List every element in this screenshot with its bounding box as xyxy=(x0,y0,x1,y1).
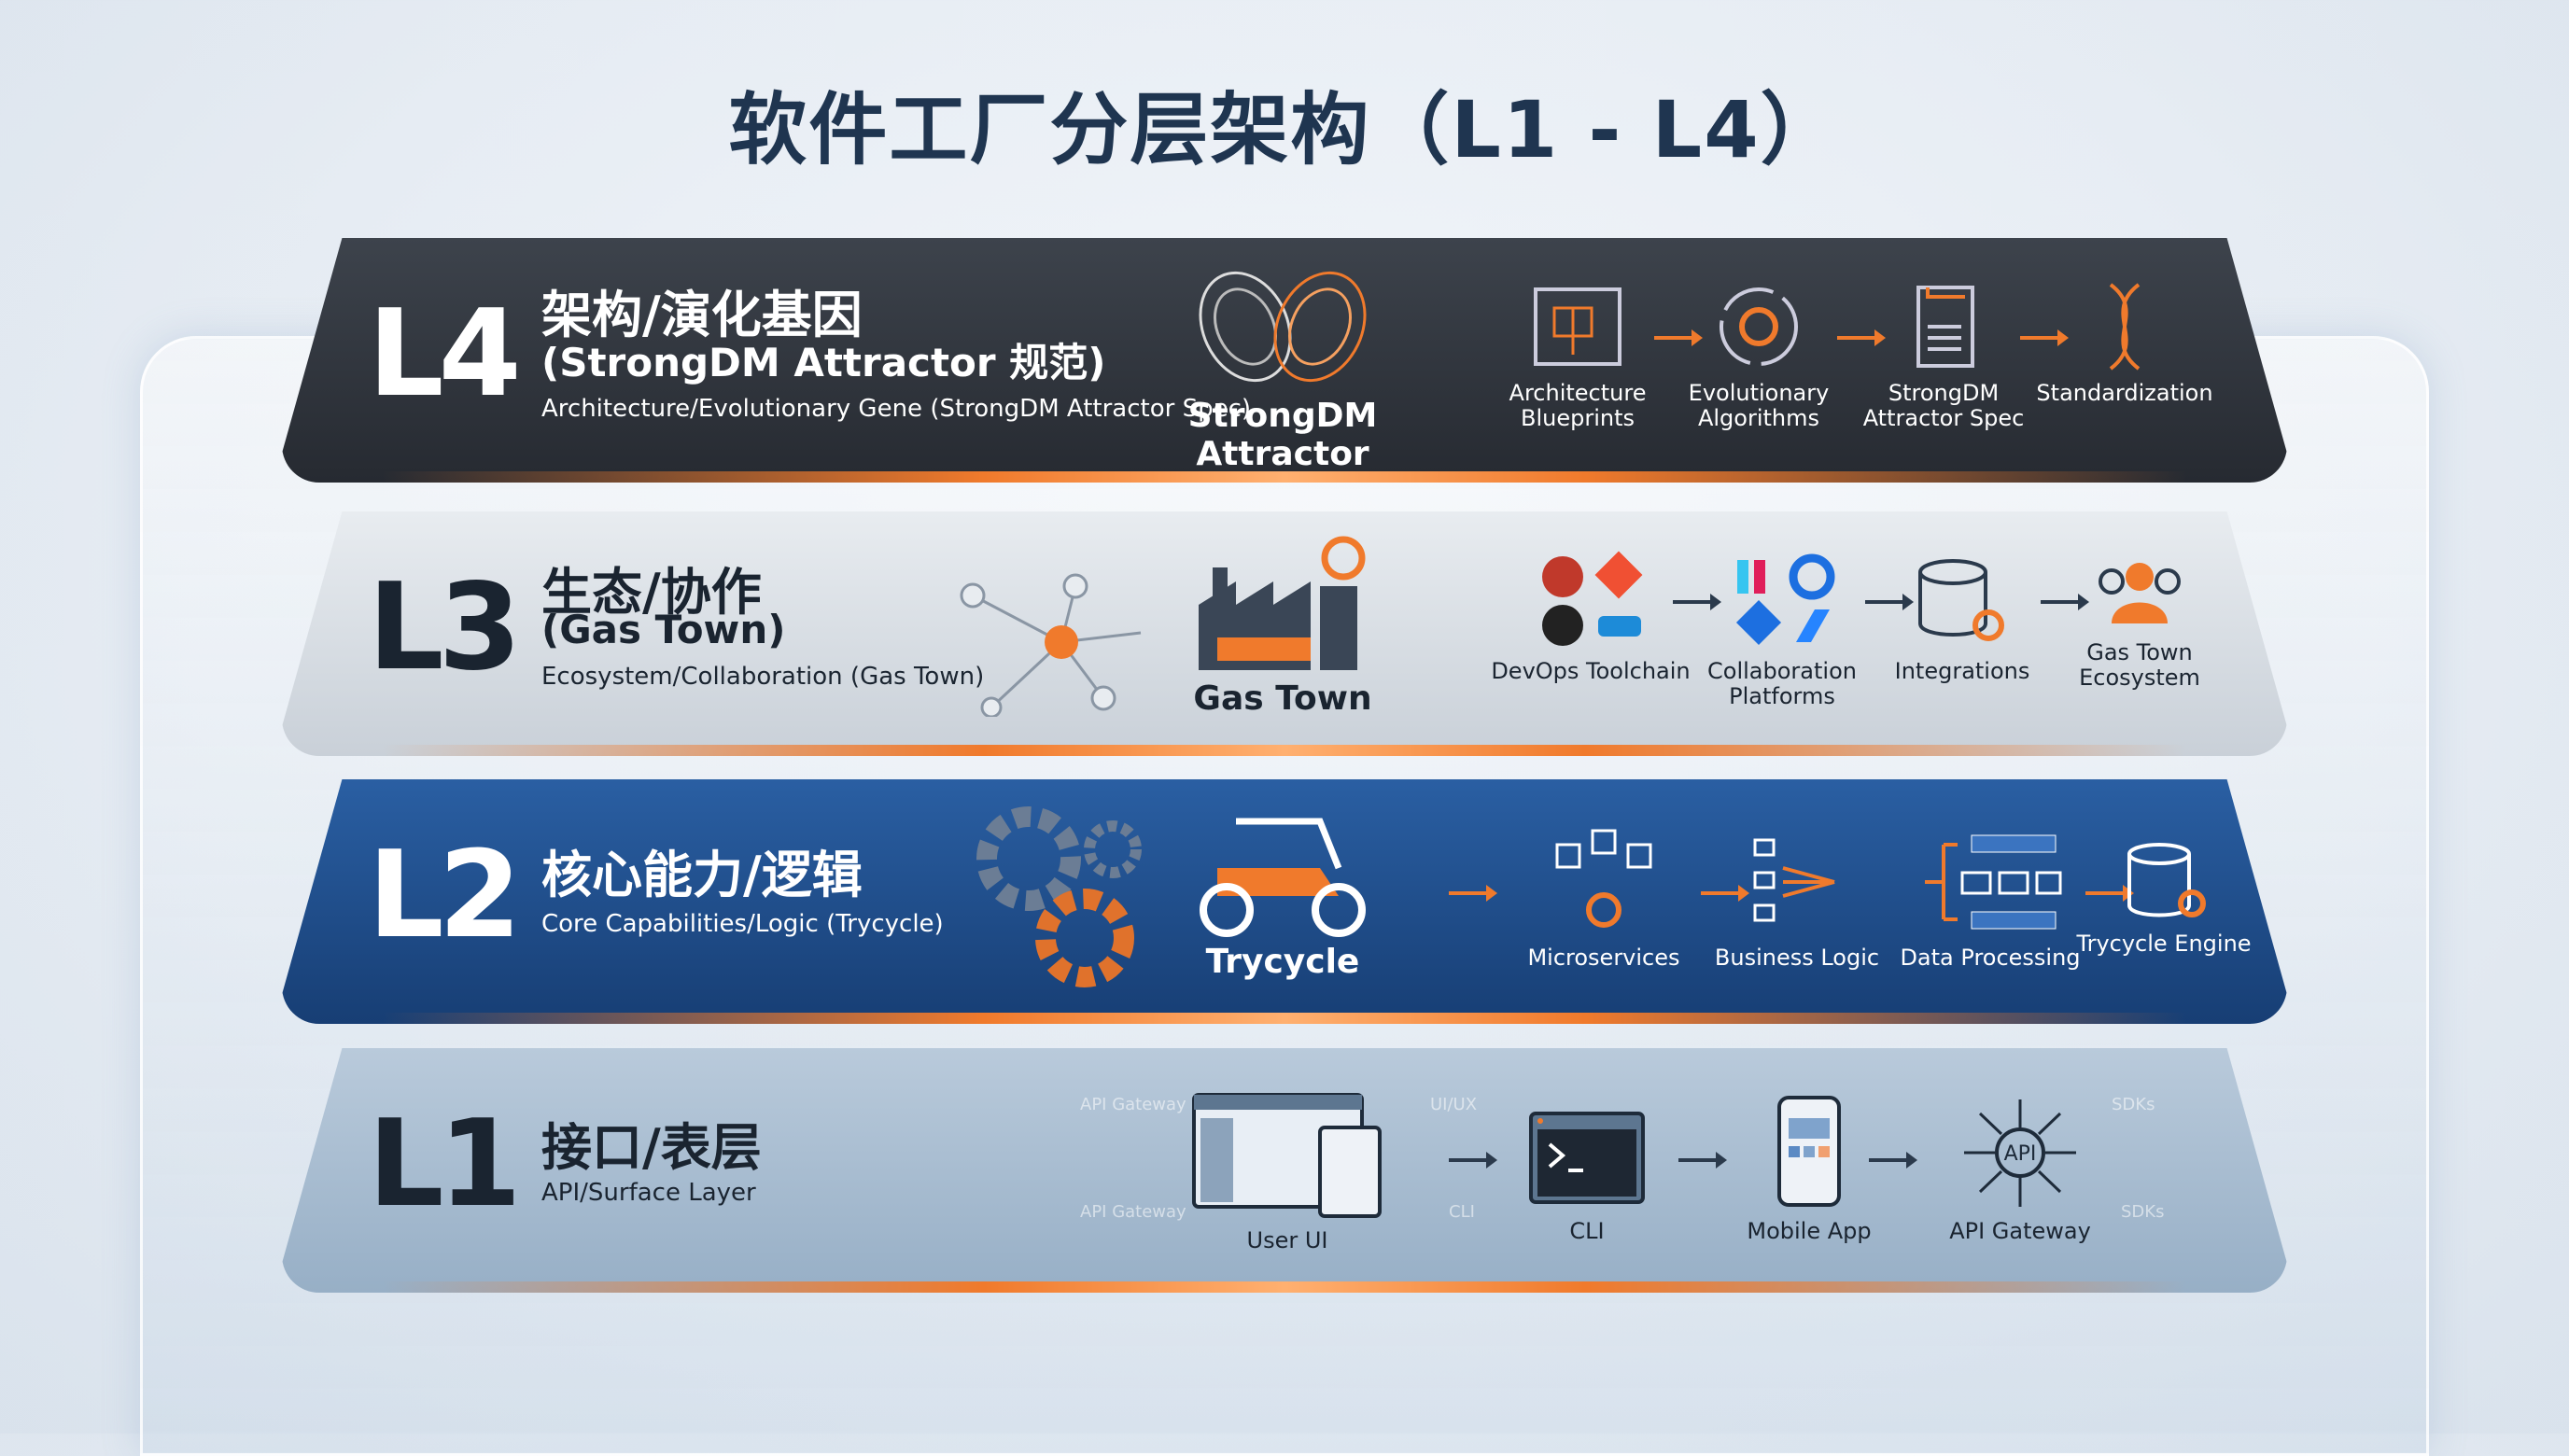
item-architecture-blueprints: Architecture Blueprints xyxy=(1475,280,1680,431)
item-label: User UI xyxy=(1246,1227,1328,1253)
lorenz-attractor-icon xyxy=(1199,271,1367,383)
flow-arrow xyxy=(1449,885,1497,902)
watermark-text: API Gateway xyxy=(1080,1095,1186,1114)
item-evolutionary-algorithms: Evolutionary Algorithms xyxy=(1656,280,1861,431)
tricycle-icon xyxy=(1200,818,1366,937)
item-cli: CLI xyxy=(1484,1109,1690,1244)
flow-arrow xyxy=(1654,329,1703,346)
flow-arrow xyxy=(1449,1152,1497,1169)
item-api-gateway: API API Gateway xyxy=(1917,1095,2123,1244)
item-label: Integrations xyxy=(1894,658,2030,684)
item-label: Architecture Blueprints xyxy=(1509,380,1647,431)
mobile-phone-icon xyxy=(1777,1096,1841,1207)
hero-label: StrongDM Attractor xyxy=(1187,397,1378,473)
hero-label: Gas Town xyxy=(1193,679,1372,718)
flow-arrow xyxy=(2020,329,2069,346)
network-graph-icon xyxy=(960,573,1142,717)
watermark-text: SDKs xyxy=(2112,1095,2155,1114)
pipeline-icon xyxy=(1925,834,2062,930)
layer-title-zh: 生态/协作 xyxy=(541,563,762,622)
item-standardization: Standardization xyxy=(2022,280,2227,406)
item-label: CLI xyxy=(1569,1218,1605,1244)
flow-icon xyxy=(1753,838,1835,922)
flow-arrow xyxy=(1837,329,1886,346)
layer-level: L2 xyxy=(368,826,522,965)
item-user-ui: User UI xyxy=(1180,1090,1395,1253)
item-label: API Gateway xyxy=(1949,1218,2091,1244)
layer-subtitle-zh: (StrongDM Attractor 规范) xyxy=(541,340,1106,385)
hero-strongdm-attractor: StrongDM Attractor xyxy=(1161,257,1404,473)
svg-text:API: API xyxy=(2004,1142,2037,1166)
watermark-text: API Gateway xyxy=(1080,1202,1186,1222)
flow-arrow xyxy=(1673,594,1721,610)
item-microservices: Microservices xyxy=(1501,826,1706,971)
hero-trycycle: Trycycle xyxy=(1161,803,1404,981)
layer-title-zh: 核心能力/逻辑 xyxy=(541,846,863,904)
browser-window-icon xyxy=(1192,1093,1382,1218)
flow-arrow xyxy=(1869,1152,1917,1169)
layer-level: L4 xyxy=(368,285,522,424)
item-trycycle-engine: Trycycle Engine xyxy=(2061,840,2267,957)
dna-icon xyxy=(2109,283,2141,371)
hero-gas-town: Gas Town xyxy=(1161,530,1404,718)
layer-title-en: Architecture/Evolutionary Gene (StrongDM… xyxy=(541,395,1252,423)
layer-l1: API Gateway UI/UX SDKs API Gateway CLI S… xyxy=(282,1048,2287,1293)
item-label: Trycycle Engine xyxy=(2076,931,2252,957)
layer-level: L1 xyxy=(368,1095,522,1234)
item-label: Evolutionary Algorithms xyxy=(1688,380,1830,431)
layer-l3: L3 生态/协作 (Gas Town) Ecosystem/Collaborat… xyxy=(282,511,2287,756)
cubes-icon xyxy=(1555,829,1652,928)
terminal-icon xyxy=(1529,1112,1645,1204)
watermark-text: CLI xyxy=(1449,1202,1475,1222)
layer-title-en: Ecosystem/Collaboration (Gas Town) xyxy=(541,663,985,691)
item-data-processing: Data Processing xyxy=(1888,826,2093,971)
item-business-logic: Business Logic xyxy=(1694,826,1900,971)
layer-title-zh: 架构/演化基因 xyxy=(541,286,863,344)
watermark-text: UI/UX xyxy=(1430,1095,1478,1114)
people-group-icon xyxy=(2099,563,2181,623)
layer-title-en: API/Surface Layer xyxy=(541,1179,756,1207)
item-mobile-app: Mobile App xyxy=(1706,1095,1912,1244)
flow-arrow xyxy=(1701,885,1749,902)
layer-subtitle-zh: (Gas Town) xyxy=(541,607,786,652)
collaboration-apps-icon xyxy=(1735,553,1835,646)
layer-title-zh: 接口/表层 xyxy=(541,1118,762,1177)
item-label: Mobile App xyxy=(1747,1218,1872,1244)
layer-l4: L4 架构/演化基因 (StrongDM Attractor 规范) Archi… xyxy=(282,238,2287,483)
devops-tools-icon xyxy=(1542,551,1643,646)
item-label: Microservices xyxy=(1527,945,1680,971)
flow-arrow xyxy=(1865,594,1914,610)
page-title: 软件工厂分层架构（L1 - L4） xyxy=(728,84,1841,175)
item-label: Business Logic xyxy=(1714,945,1880,971)
item-label: Gas Town Ecosystem xyxy=(2079,639,2200,691)
api-hub-icon: API xyxy=(1964,1099,2076,1207)
item-gas-town-ecosystem: Gas Town Ecosystem xyxy=(2037,558,2242,691)
layer-title-en: Core Capabilities/Logic (Trycycle) xyxy=(541,910,944,938)
item-integrations: Integrations xyxy=(1860,549,2065,684)
hero-label: Trycycle xyxy=(1205,943,1360,981)
item-label: Data Processing xyxy=(1900,945,2081,971)
item-devops-toolchain: DevOps Toolchain xyxy=(1488,549,1693,684)
item-collaboration-platforms: Collaboration Platforms xyxy=(1679,549,1885,709)
item-label: StrongDM Attractor Spec xyxy=(1862,380,2025,431)
document-icon xyxy=(1916,286,1974,368)
gears-icon xyxy=(976,806,1142,987)
item-label: Standardization xyxy=(2036,380,2213,406)
database-gear-icon xyxy=(1918,559,2004,641)
gear-cycle-icon xyxy=(1720,287,1798,366)
flow-arrow xyxy=(1678,1152,1727,1169)
item-label: Collaboration Platforms xyxy=(1707,658,1857,709)
item-strongdm-attractor-spec: StrongDM Attractor Spec xyxy=(1841,280,2046,431)
blueprint-icon xyxy=(1534,287,1621,366)
flow-arrow xyxy=(2041,594,2089,610)
item-label: DevOps Toolchain xyxy=(1491,658,1691,684)
layer-l2: L2 核心能力/逻辑 Core Capabilities/Logic (Tryc… xyxy=(282,779,2287,1024)
watermark-text: SDKs xyxy=(2121,1202,2165,1222)
factory-icon xyxy=(1199,536,1366,670)
database-gear-icon xyxy=(2127,843,2206,917)
layer-level: L3 xyxy=(368,558,522,697)
